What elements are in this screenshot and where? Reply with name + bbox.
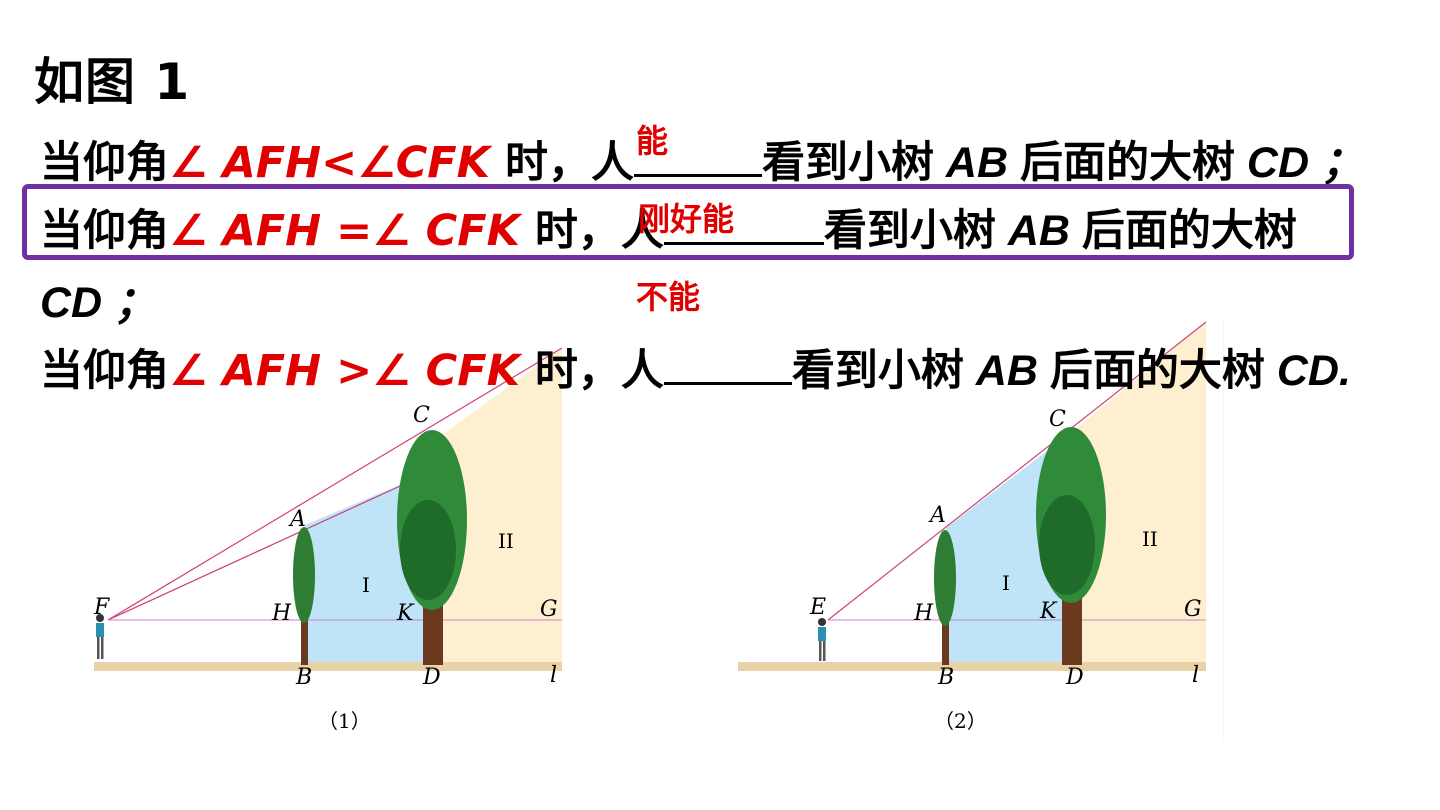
- line3-angle: ∠ AFH >∠ CFK: [169, 346, 520, 396]
- big-tree: [397, 430, 467, 665]
- label-c: C: [1049, 407, 1066, 432]
- label-a: A: [928, 503, 946, 528]
- caption-1: （1）: [318, 709, 371, 733]
- label-region-2: II: [1142, 527, 1158, 551]
- line1-post: 看到小树: [761, 138, 934, 188]
- line3-blank: [663, 344, 792, 385]
- line2-pre: 当仰角: [40, 206, 169, 256]
- answer-3: 不能: [636, 278, 701, 316]
- line1-cd: CD ；: [1234, 139, 1364, 187]
- label-g: G: [540, 597, 558, 622]
- question-line-3: 当仰角∠ AFH >∠ CFK 时，人 看到小树 AB 后面的大树 CD.: [40, 336, 1351, 398]
- label-b: B: [295, 665, 312, 690]
- line1-ab: AB: [933, 139, 1020, 187]
- line1-post2: 后面的大树: [1019, 138, 1235, 188]
- small-tree: [934, 530, 956, 665]
- label-d: D: [422, 665, 441, 690]
- line2-mid: 时，人: [519, 206, 664, 256]
- line1-angle: ∠ AFH<∠CFK: [169, 138, 490, 188]
- label-a: A: [288, 507, 306, 532]
- line1-blank: [633, 136, 762, 177]
- question-line-2-cont: CD ；: [40, 279, 158, 327]
- line2-angle: ∠ AFH =∠ CFK: [169, 206, 520, 256]
- small-tree: [293, 527, 315, 665]
- line2-post2: 后面的大树: [1081, 206, 1297, 256]
- caption-2: （2）: [934, 709, 987, 733]
- label-c: C: [413, 403, 430, 428]
- label-e: E: [809, 595, 826, 620]
- region-2: [1072, 322, 1206, 665]
- label-l: l: [550, 663, 557, 688]
- line1-pre: 当仰角: [40, 138, 169, 188]
- label-region-2: II: [498, 529, 514, 553]
- question-line-2: 当仰角∠ AFH =∠ CFK 时，人 看到小树 AB 后面的大树: [40, 196, 1297, 258]
- highlight-box: [22, 184, 1354, 260]
- person: [96, 614, 104, 659]
- question-line-1: 当仰角∠ AFH<∠CFK 时，人 看到小树 AB 后面的大树 CD ；: [40, 128, 1364, 190]
- line1-mid: 时，人: [490, 138, 634, 188]
- sight-line-a: [107, 469, 436, 621]
- ground: [94, 662, 562, 671]
- person: [818, 618, 826, 661]
- figure-1: C A F H K G B D l I II （1）: [93, 347, 563, 733]
- label-h: H: [271, 601, 292, 626]
- line3-post2: 后面的大树: [1049, 346, 1265, 396]
- label-region-1: I: [1002, 571, 1010, 595]
- big-tree: [1036, 427, 1106, 665]
- line3-mid: 时，人: [519, 346, 664, 396]
- label-d: D: [1065, 665, 1084, 690]
- line3-pre: 当仰角: [40, 346, 169, 396]
- line2-ab: AB: [995, 207, 1082, 255]
- label-k: K: [396, 601, 415, 626]
- label-b: B: [937, 665, 954, 690]
- answer-1: 能: [636, 122, 669, 160]
- slide-title: 如图 1: [34, 53, 191, 111]
- sight-line-c: [107, 347, 563, 621]
- label-region-1: I: [362, 573, 370, 597]
- answer-2: 刚好能: [638, 200, 735, 238]
- figure-2: C A E H K G B D l I II （2）: [738, 320, 1224, 740]
- line2-blank: [663, 204, 824, 245]
- label-h: H: [913, 601, 934, 626]
- label-f: F: [93, 595, 110, 620]
- line3-post: 看到小树: [791, 346, 964, 396]
- region-2: [435, 348, 562, 665]
- ground: [738, 662, 1206, 671]
- label-k: K: [1039, 599, 1058, 624]
- label-l: l: [1192, 663, 1199, 688]
- line3-cd: CD.: [1264, 347, 1351, 395]
- label-g: G: [1184, 597, 1202, 622]
- line2-post: 看到小树: [823, 206, 996, 256]
- line3-ab: AB: [963, 347, 1050, 395]
- sight-line-e: [827, 321, 1207, 621]
